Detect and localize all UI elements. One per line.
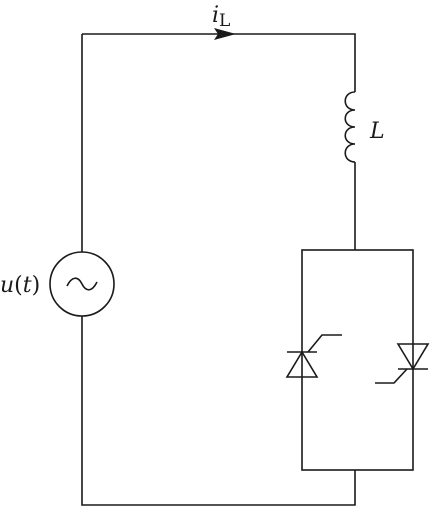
source-label: u(t) bbox=[0, 273, 40, 298]
thyristor-right-icon bbox=[375, 343, 430, 384]
source-paren-close: ) bbox=[32, 273, 41, 298]
current-arrow-icon bbox=[214, 28, 236, 40]
source-paren-open: ( bbox=[14, 273, 23, 298]
source-u: u bbox=[0, 273, 14, 298]
source-t: t bbox=[23, 273, 32, 298]
left-wire-lower bbox=[81, 316, 356, 506]
current-label: iL bbox=[212, 3, 230, 31]
current-subscript: L bbox=[219, 11, 230, 31]
inductor-coil bbox=[344, 91, 356, 163]
inductor-label: L bbox=[369, 119, 385, 144]
current-symbol: i bbox=[212, 3, 219, 28]
thyristor-block bbox=[301, 249, 414, 471]
ac-source-sine-icon bbox=[66, 277, 98, 291]
ac-source-circle bbox=[49, 251, 115, 317]
thyristor-left-icon bbox=[285, 334, 342, 378]
top-wire bbox=[82, 33, 356, 92]
